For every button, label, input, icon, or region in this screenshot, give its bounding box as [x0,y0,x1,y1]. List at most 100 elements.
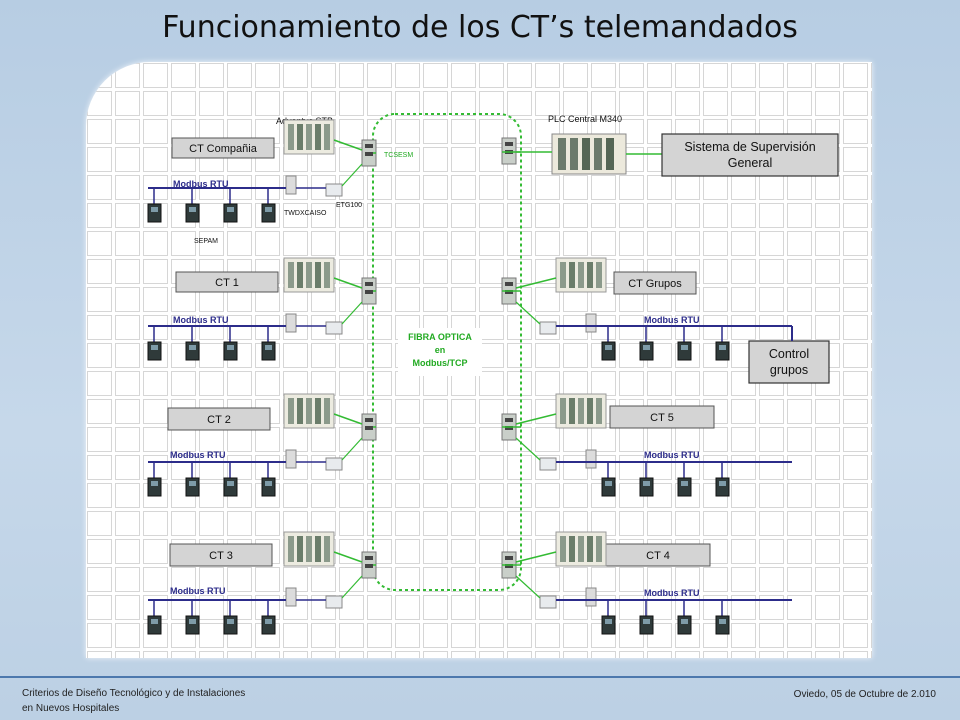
footer-left: Criterios de Diseño Tecnológico y de Ins… [22,686,322,716]
ct-label-left-1: CT 1 [215,277,239,289]
modbus-label-l3: Modbus RTU [170,586,226,596]
rack-link-L3 [333,551,363,563]
gw-link-R0 [515,301,541,325]
sepam-relay-L1-3 [261,341,276,361]
sepam-relay-L0-1 [185,203,200,223]
control-grupos-box [748,340,830,384]
converter-R0 [585,313,597,333]
gw-link-L2 [341,437,363,461]
supervision-label-2: General [728,156,772,170]
sepam-relay-L1-1 [185,341,200,361]
footer-left-line1: Criterios de Diseño Tecnológico y de Ins… [22,688,246,699]
ct-box-left-1 [175,271,279,293]
tcsesm-label: TCSESM [384,152,413,159]
sepam-relay-L3-0 [147,615,162,635]
fibra-label-2: en [435,345,446,355]
supervision-box [661,133,839,177]
modbus-label-r0: Modbus RTU [644,315,700,325]
advantys-rack-R2 [555,531,607,567]
sepam-relay-R1-2 [677,477,692,497]
sepam-relay-L3-2 [223,615,238,635]
gateway-R1 [539,457,557,471]
converter-L2 [285,449,297,469]
rack-link-R2 [515,551,557,563]
control-grupos-label-1: Control [769,347,809,361]
fibra-label-3: Modbus/TCP [413,358,468,368]
fibra-label-1: FIBRA OPTICA [408,332,472,342]
advantys-rack-R1 [555,393,607,429]
modbus-label-l1: Modbus RTU [173,315,229,325]
sepam-relay-L2-2 [223,477,238,497]
gateway-R0 [539,321,557,335]
advantys-rack-L1 [283,257,335,293]
right-stations [501,137,793,635]
modbus-label-l2: Modbus RTU [170,450,226,460]
sepam-relay-L0-0 [147,203,162,223]
gw-link-R2 [515,575,541,599]
footer-divider [0,676,960,678]
modbus-label-r2: Modbus RTU [644,588,700,598]
sepam-relay-R1-3 [715,477,730,497]
ct-box-right-1 [609,405,715,429]
converter-R2 [585,587,597,607]
gw-link-L3 [341,575,363,599]
converter-R1 [585,449,597,469]
gateway-L0 [325,183,343,197]
supervision-label-1: Sistema de Supervisión [684,140,815,154]
converter-L1 [285,313,297,333]
footer-date: Oviedo, 05 de Octubre de 2.010 [793,689,936,700]
sepam-relay-L0-2 [223,203,238,223]
switch-plc [501,137,517,165]
ct-label-right-2: CT 4 [646,550,670,562]
network-diagram: FIBRA OPTICA en Modbus/TCP Advantys STB … [86,62,872,658]
sepam-relay-R2-1 [639,615,654,635]
sepam-relay-R0-1 [639,341,654,361]
diagram-canvas: FIBRA OPTICA en Modbus/TCP Advantys STB … [86,62,872,658]
gateway-L2 [325,457,343,471]
sepam-relay-R0-3 [715,341,730,361]
sepam-relay-R2-2 [677,615,692,635]
fibra-label-bg [398,328,482,376]
gw-link-L0 [341,163,363,187]
rack-link-L1 [333,277,363,289]
ct-box-right-0 [613,271,697,295]
sepam-relay-L1-0 [147,341,162,361]
sepam-relay-L1-2 [223,341,238,361]
advantys-rack-R0 [555,257,607,293]
fiber-ring [372,113,522,591]
ct-box-left-3 [169,543,273,567]
sepam-relay-R2-0 [601,615,616,635]
ct-label-left-3: CT 3 [209,550,233,562]
advantys-rack-L3 [283,531,335,567]
sepam-relay-L2-0 [147,477,162,497]
sepam-relay-L3-1 [185,615,200,635]
plc-label: PLC Central M340 [548,114,622,124]
twdxcaiso-label: TWDXCAISO [284,210,327,217]
gateway-L3 [325,595,343,609]
sepam-relay-R0-2 [677,341,692,361]
converter-L3 [285,587,297,607]
gateway-R2 [539,595,557,609]
sepam-relay-L2-1 [185,477,200,497]
switch-L1 [361,277,377,305]
sepam-relay-L0-3 [261,203,276,223]
etg100-label: ETG100 [336,202,362,209]
plc-central-rack [551,133,627,175]
control-grupos-label-2: grupos [770,363,808,377]
ct-label-right-0: CT Grupos [628,278,682,290]
ct-label-left-2: CT 2 [207,414,231,426]
rack-link-R0 [515,277,557,289]
gw-link-R1 [515,437,541,461]
modbus-label-r1: Modbus RTU [644,450,700,460]
sepam-label: SEPAM [194,238,218,245]
sepam-relay-R1-0 [601,477,616,497]
rack-link-R1 [515,413,557,425]
rack-link-L0 [333,139,363,151]
switch-L2 [361,413,377,441]
sepam-relay-R1-1 [639,477,654,497]
ct-label-left-0: CT Compañia [189,143,258,155]
advantys-rack-L0 [283,119,335,155]
gw-link-L1 [341,301,363,325]
left-stations [147,119,377,635]
switch-L3 [361,551,377,579]
